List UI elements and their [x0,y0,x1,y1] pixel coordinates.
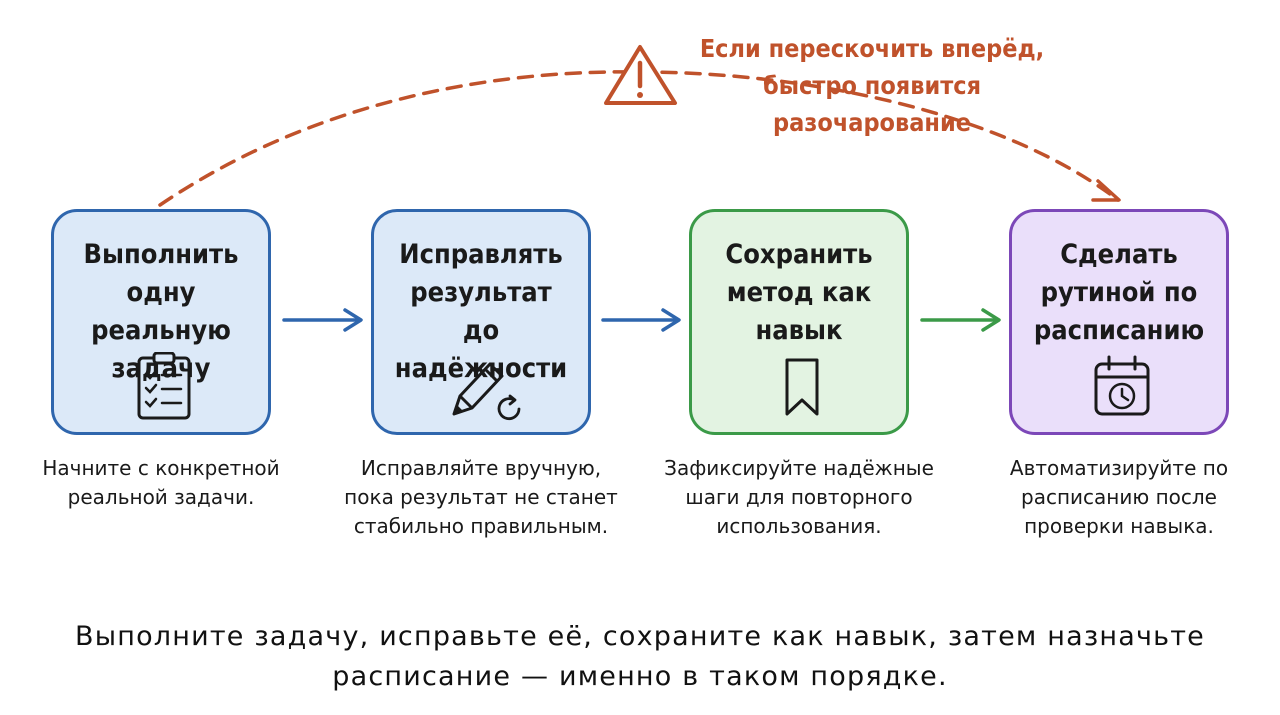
summary-footer: Выполните задачу, исправьте её, сохранит… [74,621,1205,692]
warning-triangle-icon [604,45,677,105]
step-card-refine-result: Исправлять результат до надёжности [371,209,591,435]
pencil-refresh-icon [452,362,521,421]
step-title: Исправлять результат до надёжности [394,239,568,384]
step-title: Выполнить одну реальную задачу [83,239,239,384]
step-caption: Зафиксируйте надёжные шаги для повторног… [664,456,934,538]
step-card-do-task: Выполнить одну реальную задачу [51,209,271,435]
warning-callout: Если перескочить вперёд, быстро появится… [672,30,1072,141]
arrow-step2-to-step3 [601,308,681,332]
clipboard-checklist-icon [137,352,191,420]
calendar-clock-icon [1094,355,1150,416]
step-caption: Исправляйте вручную, пока результат не с… [344,456,618,538]
bookmark-icon [785,358,819,416]
step-caption: Начните с конкретной реальной задачи. [42,456,280,509]
warning-line-1: Если перескочить вперёд, [699,34,1045,63]
step-card-schedule-routine: Сделать рутиной по расписанию [1009,209,1229,435]
arrow-step3-to-step4 [920,308,1001,332]
step-caption: Автоматизируйте по расписанию после пров… [1009,456,1229,538]
step-card-save-skill: Сохранить метод как навык [689,209,909,435]
step-title: Сохранить метод как навык [725,239,873,346]
skip-ahead-arrowhead [1091,179,1121,202]
step-title: Сделать рутиной по расписанию [1033,239,1205,346]
warning-line-2: быстро появится разочарование [762,71,982,137]
arrow-step1-to-step2 [282,308,363,332]
